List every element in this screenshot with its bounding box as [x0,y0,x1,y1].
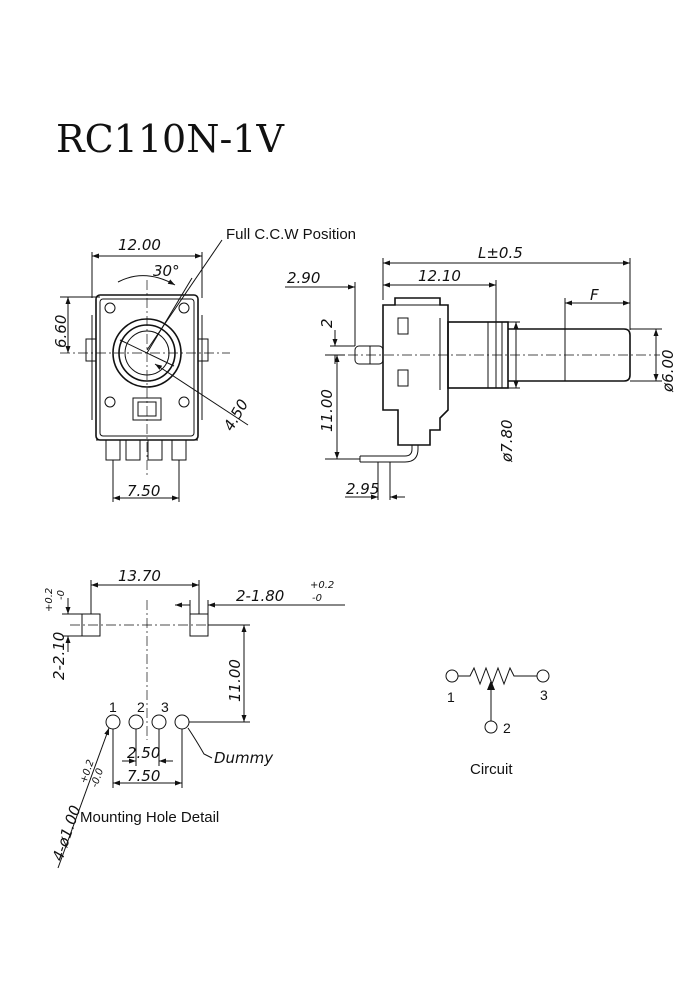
circuit-caption: Circuit [470,761,513,778]
circuit-diagram: 1 3 2 Circuit [445,666,550,778]
hole-pitch-dim: 2.50 [127,744,160,762]
hole-dummy [174,714,190,730]
front-right-tab [197,338,209,362]
hole-pin-2 [128,714,144,730]
side-two-dim: 2 [318,318,336,328]
front-left-tab [85,338,97,362]
slot-left-tol-upper: +0.2 [44,588,55,612]
slot-right-tol-lower: -0 [312,593,322,604]
front-pin-3 [147,439,163,461]
mounting-hole-detail: 1 2 3 13.70 2-1.80 +0.2 -0 2-2.10 +0.2 -… [44,567,345,869]
slot-right-dim: 2-1.80 [236,587,284,605]
mounting-hole-caption: Mounting Hole Detail [80,809,219,826]
side-length-dim: L±0.5 [478,244,523,262]
side-pin-dim: 2.95 [346,480,379,498]
side-front-dim: 2.90 [287,269,320,287]
side-f-dim: F [590,286,599,304]
side-shaft [508,328,631,382]
front-view: 12.00 30° Full C.C.W Position 6.60 4.50 … [52,226,356,502]
hole-pin-3 [151,714,167,730]
wiper-arrow [487,680,495,690]
mount-hole-tr [178,302,190,314]
circuit-terminal-2 [484,720,498,734]
front-pin-2 [125,439,141,461]
circuit-label-3: 3 [540,687,548,703]
front-pin-dummy [171,439,187,461]
circuit-label-1: 1 [447,689,455,705]
circuit-terminal-1 [445,669,459,683]
front-height-dim: 6.60 [52,315,70,348]
front-pin-1 [105,439,121,461]
resistor-zigzag [458,666,537,686]
hole-label-2: 2 [137,699,145,715]
side-body-outline [382,297,449,446]
hole-height-dim: 11.00 [226,659,244,702]
hole-label-1: 1 [109,699,117,715]
circuit-terminal-3 [536,669,550,683]
front-angle-dim: 30° [153,262,180,280]
side-terminal-pin [360,445,413,457]
slot-left-tol-lower: -0 [56,590,67,600]
circuit-label-2: 2 [503,720,511,736]
front-width-dim: 12.00 [118,236,161,254]
dummy-label: Dummy [214,749,274,767]
hole-label-3: 3 [161,699,169,715]
mount-hole-bl [104,396,116,408]
side-bushing-diameter-dim: ø7.80 [498,419,516,463]
mount-hole-br [178,396,190,408]
full-ccw-position-label: Full C.C.W Position [226,226,356,243]
mount-hole-tl [104,302,116,314]
slot-right-tol-upper: +0.2 [310,580,334,591]
hole-span-750-dim: 7.50 [127,767,160,785]
front-pin-span-dim: 7.50 [127,482,160,500]
side-height-dim: 11.00 [318,389,336,432]
front-radius-dim: 4.50 [220,396,252,434]
slot-left-dim: 2-2.10 [50,632,68,680]
side-shaft-diameter-dim: ø6.00 [659,349,677,393]
side-body-dim: 12.10 [418,267,461,285]
hole-span-dim: 13.70 [118,567,161,585]
side-view: L±0.5 12.10 2.90 F 2 ø6.00 ø7.80 11 [285,244,677,500]
part-number-title: RC110N-1V [56,117,284,161]
hole-pin-1 [105,714,121,730]
